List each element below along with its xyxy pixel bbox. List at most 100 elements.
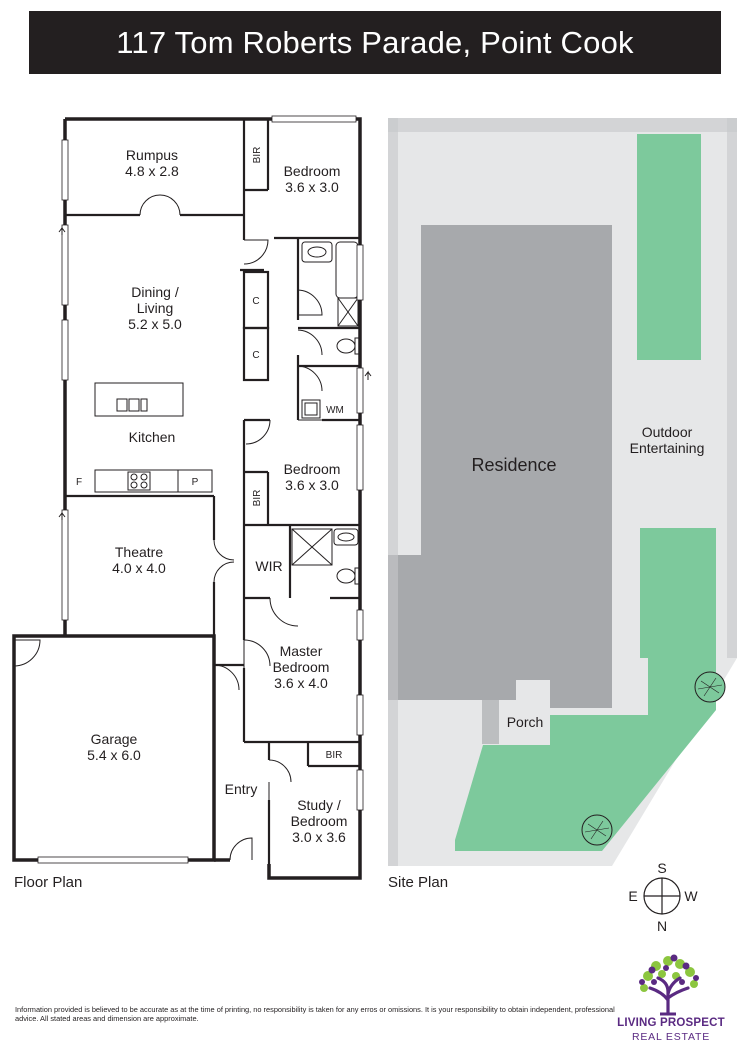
room-rumpus-dims: 4.8 x 2.8	[125, 163, 179, 179]
tree-icon	[694, 671, 726, 703]
site-lawn-mid	[640, 528, 716, 658]
window	[61, 139, 69, 201]
window	[356, 609, 364, 641]
room-garage: Garage	[91, 731, 138, 747]
toilet-icon	[336, 338, 356, 354]
site-outdoor-entertaining	[614, 360, 716, 528]
residence-label: Residence	[471, 455, 556, 475]
tree-logo-icon	[639, 954, 699, 1016]
master-door	[243, 639, 271, 667]
compass-east: E	[628, 888, 637, 904]
site-top-edge	[388, 118, 737, 132]
bir-mid-label: BIR	[252, 490, 263, 507]
basin-icon	[301, 241, 333, 263]
site-path	[482, 700, 499, 744]
logo-text-1: LIVING PROSPECT	[617, 1017, 725, 1029]
room-master-1: Master	[280, 643, 323, 659]
site-lawn-bottom	[455, 658, 716, 851]
site-residence	[388, 225, 612, 708]
site-plan: Residence Outdoor Entertaining Porch Sit…	[388, 118, 737, 891]
fridge-label: F	[76, 477, 82, 488]
window	[356, 244, 364, 301]
rumpus-double-door	[139, 194, 181, 216]
window	[356, 367, 364, 414]
window	[61, 509, 69, 621]
window	[356, 424, 364, 491]
bedroom-door	[243, 239, 269, 265]
title-banner: 117 Tom Roberts Parade, Point Cook	[29, 11, 721, 74]
room-entry: Entry	[225, 781, 258, 797]
plans-drawing: Residence Outdoor Entertaining Porch Sit…	[12, 115, 737, 934]
bedroom-mid-door	[245, 419, 271, 445]
site-lawn-top	[637, 134, 701, 360]
site-right-edge	[727, 118, 737, 658]
garage-side-door	[13, 639, 41, 667]
cupboard-label-1: C	[252, 296, 259, 307]
room-study-1: Study /	[297, 797, 341, 813]
outdoor-label-1: Outdoor	[642, 424, 693, 440]
room-bedroom-top-dims: 3.6 x 3.0	[285, 179, 339, 195]
disclaimer: Information provided is believed to be a…	[15, 1005, 615, 1024]
compass: S N E W	[628, 860, 698, 934]
laundry-tub-icon	[301, 399, 321, 419]
toilet-door	[297, 329, 323, 356]
exterior-wall	[65, 117, 362, 880]
window	[271, 115, 357, 123]
room-dining-dims: 5.2 x 5.0	[128, 316, 182, 332]
room-bedroom-mid: Bedroom	[284, 461, 341, 477]
room-bedroom-mid-dims: 3.6 x 3.0	[285, 477, 339, 493]
front-door	[229, 837, 253, 861]
room-study-2: Bedroom	[291, 813, 348, 829]
theatre-double-door	[213, 539, 235, 583]
sliding-arrow-icon	[364, 370, 372, 380]
room-bedroom-top: Bedroom	[284, 163, 341, 179]
kitchen-island	[94, 382, 184, 417]
sliding-arrow-icon	[58, 511, 66, 520]
room-master-2: Bedroom	[273, 659, 330, 675]
room-master-dims: 3.6 x 4.0	[274, 675, 328, 691]
tree-icon	[581, 814, 613, 846]
logo-text-2: REAL ESTATE	[631, 1031, 711, 1043]
floor-plan: Rumpus 4.8 x 2.8 Bedroom 3.6 x 3.0 Dinin…	[12, 115, 372, 891]
room-theatre: Theatre	[115, 544, 163, 560]
room-dining-2: Living	[137, 300, 174, 316]
window	[356, 769, 364, 811]
cooktop-icon	[127, 471, 151, 491]
bath-door	[297, 289, 323, 316]
window	[61, 224, 69, 306]
window	[356, 694, 364, 736]
room-dining-1: Dining /	[131, 284, 179, 300]
outdoor-label-2: Entertaining	[630, 440, 705, 456]
site-plan-label: Site Plan	[388, 874, 448, 891]
floor-plan-label: Floor Plan	[14, 874, 82, 891]
ensuite-shower-icon	[291, 528, 333, 566]
bath-icon	[335, 241, 359, 299]
laundry-door	[297, 365, 323, 421]
porch-label: Porch	[507, 714, 544, 730]
pantry-label: P	[192, 477, 199, 488]
bir-top-label: BIR	[252, 147, 263, 164]
room-theatre-dims: 4.0 x 4.0	[112, 560, 166, 576]
room-wir: WIR	[255, 558, 282, 574]
window	[61, 319, 69, 381]
site-left-edge	[388, 118, 398, 866]
compass-north: N	[657, 918, 667, 934]
garage-entry-door	[213, 664, 240, 691]
ensuite-basin-icon	[333, 528, 359, 546]
agency-logo: LIVING PROSPECT REAL ESTATE	[606, 952, 736, 1044]
wir-door	[243, 597, 299, 668]
kitchen-bench	[94, 469, 213, 493]
study-door	[268, 759, 292, 800]
room-rumpus: Rumpus	[126, 147, 178, 163]
room-kitchen: Kitchen	[129, 429, 176, 445]
compass-west: W	[684, 888, 698, 904]
cupboard	[242, 326, 270, 382]
cupboard-label-2: C	[252, 350, 259, 361]
shower-icon	[337, 297, 359, 327]
room-study-dims: 3.0 x 3.6	[292, 829, 346, 845]
page-title: 117 Tom Roberts Parade, Point Cook	[116, 24, 634, 60]
wm-label: WM	[326, 405, 344, 416]
sliding-arrow-icon	[58, 226, 66, 235]
room-garage-dims: 5.4 x 6.0	[87, 747, 141, 763]
bir-study-label: BIR	[326, 750, 343, 761]
